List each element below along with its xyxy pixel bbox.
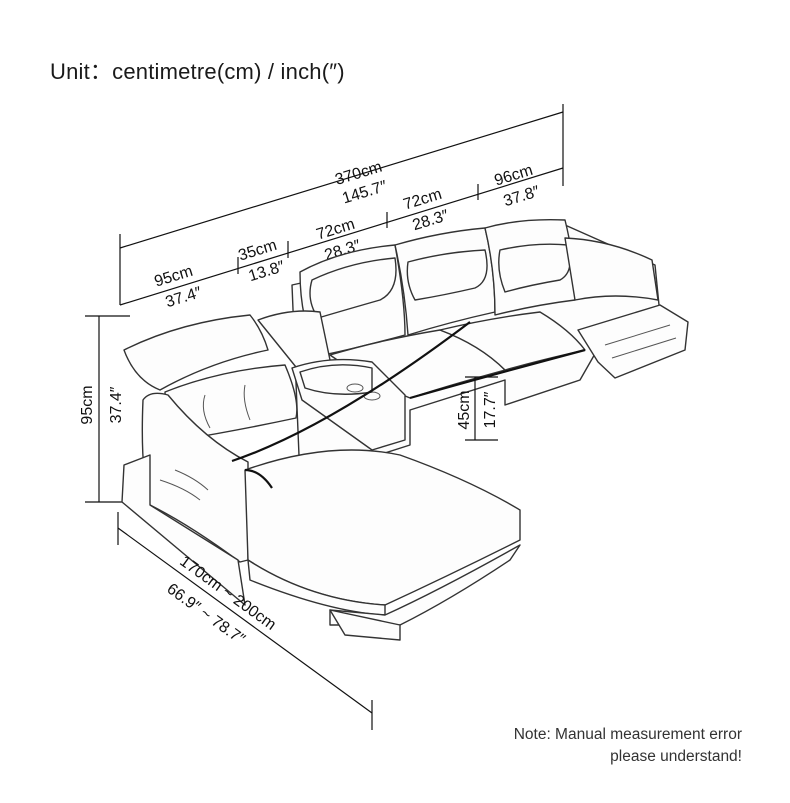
seat-height-cm: 45cm: [456, 390, 473, 429]
right-width-in: 37.8″: [502, 183, 542, 210]
chaise-length-dimension-lines: [117, 512, 373, 730]
measurement-note: Note: Manual measurement error please un…: [514, 724, 742, 768]
console-width-in: 13.8″: [247, 258, 287, 285]
top-dimension-lines: [119, 104, 564, 306]
seat2-width-in: 28.3″: [411, 207, 451, 234]
note-line-2: please understand!: [610, 748, 742, 765]
unit-title: Unit：centimetre(cm) / inch(″): [50, 59, 345, 84]
seat-height-in: 17.7″: [482, 391, 499, 428]
left-width-in: 37.4″: [164, 284, 204, 311]
sofa-illustration: [121, 218, 689, 641]
height-in: 37.4″: [108, 386, 125, 423]
seat-height-dimension-lines: [465, 376, 498, 441]
note-line-1: Note: Manual measurement error: [513, 726, 742, 743]
height-cm: 95cm: [79, 385, 96, 424]
